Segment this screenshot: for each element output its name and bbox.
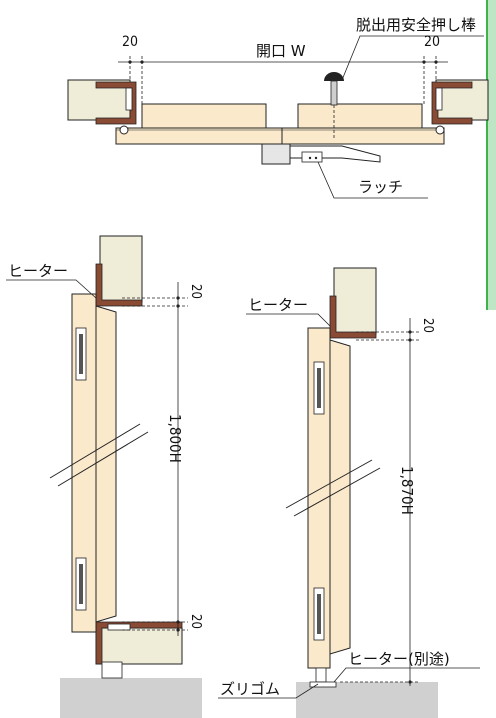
heater-right-label: ヒーター <box>248 296 308 314</box>
right-section-view: ヒーター ヒーター(別途) ズリゴム 20 1,870H <box>218 267 480 718</box>
heater-separate-label: ヒーター(別途) <box>348 650 450 668</box>
plan-heater-right <box>435 87 443 111</box>
right-top-gap-label: 20 <box>420 318 435 333</box>
plan-roller-left <box>119 125 129 135</box>
plan-door-left <box>115 127 283 145</box>
plan-latch-body <box>261 143 291 165</box>
rubber-sweep-leader <box>218 683 319 699</box>
right-height-label: 1,870H <box>398 466 416 515</box>
right-rubber-sweep <box>309 681 337 688</box>
plan-roller-right <box>435 125 445 135</box>
plan-safety-rod <box>330 80 338 106</box>
left-wall-bottom <box>95 627 183 665</box>
left-section-view: ヒーター 20 20 1,800H <box>6 235 203 718</box>
left-door-panel <box>95 305 117 623</box>
left-height-label: 1,800H <box>166 414 184 463</box>
plan-frame-right <box>431 81 473 125</box>
heater-left-leader <box>6 279 97 299</box>
plan-frame-left <box>95 81 137 125</box>
top-left-gap-label: 20 <box>122 34 138 50</box>
edge-accent-bar <box>486 0 496 310</box>
left-bottom-gap-label: 20 <box>188 614 203 629</box>
safety-pin-label: 脱出用安全押し棒 <box>356 16 476 34</box>
plan-heater-left <box>125 87 133 111</box>
latch-label: ラッチ <box>358 178 403 196</box>
rubber-sweep-label: ズリゴム <box>220 680 280 698</box>
safety-pin-leader <box>341 35 484 81</box>
left-top-gap-label: 20 <box>188 284 203 299</box>
plan-view: 脱出用安全押し棒 開口 W 20 20 ラッチ <box>67 16 489 199</box>
left-sill-heater <box>107 623 131 631</box>
left-wall-top <box>99 235 143 303</box>
right-door-foot <box>315 667 327 683</box>
right-wall-top <box>333 267 377 335</box>
right-floor <box>296 682 438 718</box>
plan-safety-knob <box>324 72 344 81</box>
opening-w-label: 開口 W <box>256 42 306 60</box>
left-floor <box>60 678 202 718</box>
top-right-gap-label: 20 <box>424 34 440 50</box>
latch-leader <box>317 161 428 199</box>
heater-right-leader <box>246 313 331 327</box>
plan-door-right <box>281 127 445 145</box>
edge-accent-stripe <box>486 0 488 310</box>
left-door-foot <box>101 661 123 679</box>
heater-separate-leader <box>333 667 480 683</box>
right-door-panel <box>329 339 351 655</box>
plan-panel-right <box>297 103 423 129</box>
plan-panel-left <box>141 103 267 129</box>
heater-left-label: ヒーター <box>8 262 68 280</box>
